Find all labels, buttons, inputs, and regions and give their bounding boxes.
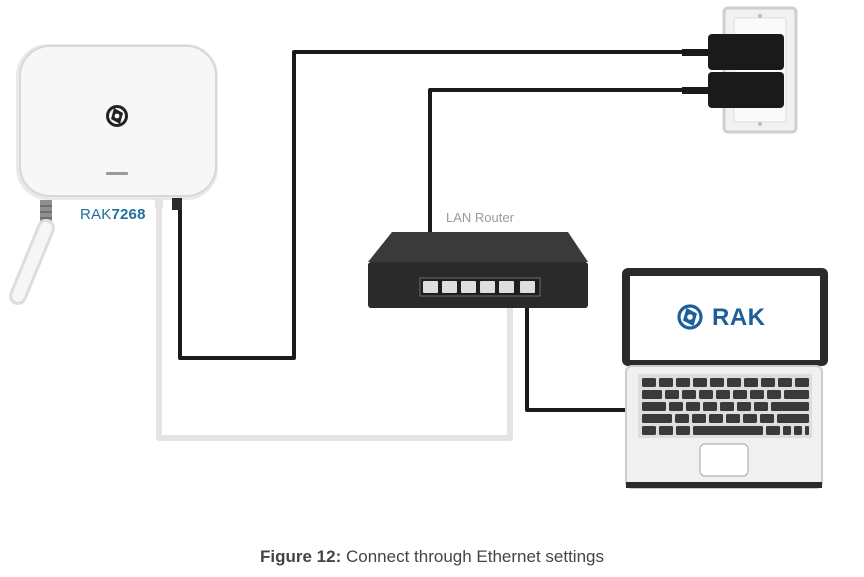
power-plug-bottom — [682, 72, 784, 108]
ethernet-cable-laptop — [525, 290, 628, 412]
power-plug-top — [682, 34, 784, 70]
lan-router — [368, 232, 588, 308]
gateway-logo-icon — [106, 105, 128, 127]
caption-text: Connect through Ethernet settings — [345, 547, 604, 566]
laptop-keyboard — [642, 378, 809, 435]
antenna — [9, 200, 55, 305]
device-brand: RAK — [80, 206, 112, 223]
power-cable-gateway — [178, 50, 710, 360]
laptop-screen-brand: RAK — [712, 304, 766, 331]
laptop-screen-logo-icon — [677, 304, 703, 330]
router-label: LAN Router — [446, 210, 514, 225]
power-cable-router — [428, 88, 710, 232]
caption-label: Figure 12: — [260, 547, 342, 566]
router-ports — [423, 281, 535, 293]
device-model: 7268 — [111, 206, 146, 223]
figure-caption: Figure 12: Connect through Ethernet sett… — [0, 547, 864, 567]
device-label: RAK7268 — [80, 206, 146, 223]
ethernet-cable-gateway — [156, 205, 513, 441]
